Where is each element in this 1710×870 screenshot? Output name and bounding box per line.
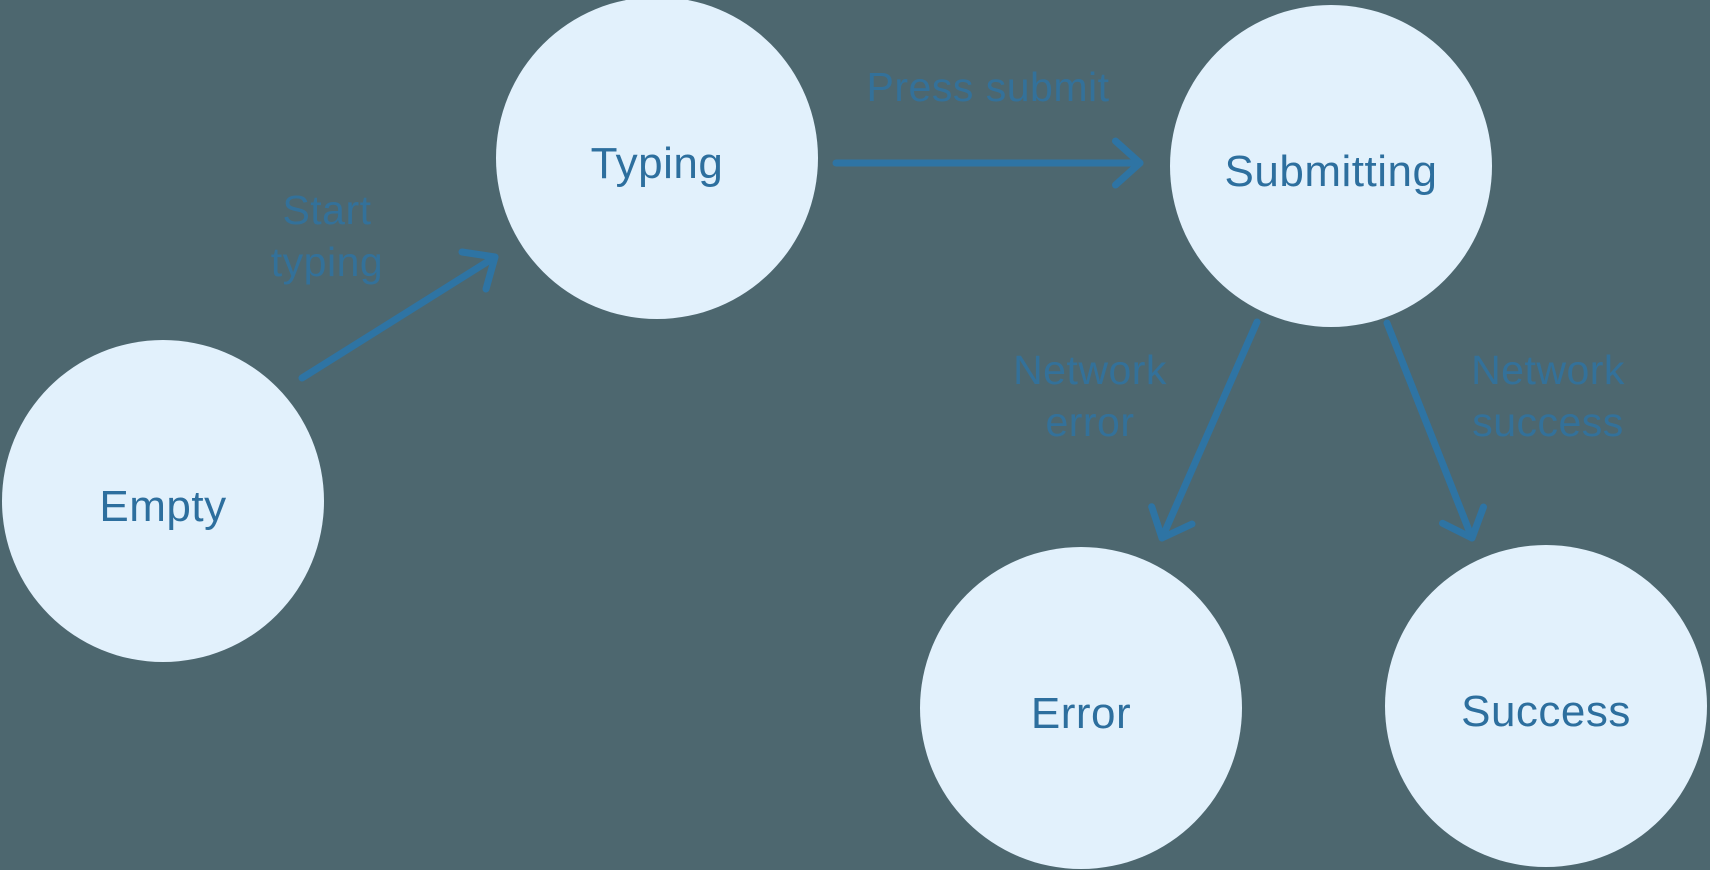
transition-label-network-success: Network success [1471, 344, 1625, 448]
arrow-submitting-to-success [1383, 319, 1487, 542]
transition-label-start-typing: Start typing [271, 184, 383, 288]
state-node-success: Success [1385, 545, 1707, 867]
state-label-submitting: Submitting [1224, 147, 1438, 196]
transition-label-line: Network [1013, 347, 1167, 393]
state-label-success: Success [1461, 687, 1631, 736]
transition-label-line: Start [282, 187, 372, 233]
arrow-line [1383, 319, 1476, 542]
arrow-submitting-to-error [1148, 318, 1261, 542]
transition-label-line: success [1472, 399, 1624, 445]
transition-label-line: Network [1471, 347, 1625, 393]
state-label-typing: Typing [590, 139, 724, 188]
state-node-submitting: Submitting [1170, 5, 1492, 327]
transition-label-network-error: Network error [1013, 344, 1167, 448]
transition-label-line: typing [270, 239, 384, 285]
state-label-error: Error [1030, 689, 1132, 738]
state-node-empty: Empty [2, 340, 324, 662]
arrow-line [1158, 318, 1261, 542]
transition-label-line: error [1045, 399, 1135, 445]
transition-label-line: Press submit [866, 64, 1110, 110]
arrowhead-icon [1148, 503, 1196, 542]
arrow-typing-to-submitting [832, 137, 1144, 189]
state-label-empty: Empty [99, 482, 227, 531]
state-node-error: Error [920, 547, 1242, 869]
state-node-typing: Typing [496, 0, 818, 319]
arrow-line [298, 253, 499, 382]
arrowhead-icon [1439, 503, 1487, 542]
arrowhead-icon [458, 248, 499, 293]
arrow-empty-to-typing [298, 248, 499, 382]
transition-label-press-submit: Press submit [867, 61, 1110, 113]
arrowhead-icon [1112, 137, 1144, 189]
